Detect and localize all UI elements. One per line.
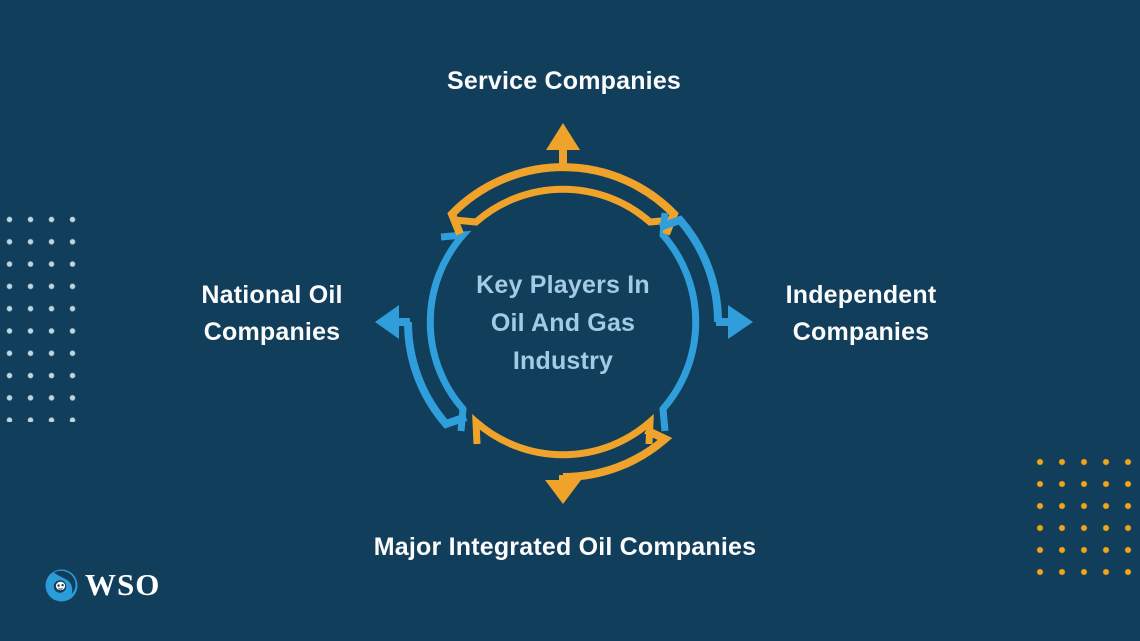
center-title-line1: Key Players In xyxy=(476,271,650,299)
node-label-right-line1: Independent xyxy=(785,281,937,309)
inner-arc-bottom xyxy=(472,413,654,459)
arrow-left-arc xyxy=(375,305,468,429)
arrow-up-head xyxy=(546,123,580,150)
node-label-right-line2: Companies xyxy=(792,318,930,346)
arrow-down-arc xyxy=(545,426,673,504)
arrow-left-head xyxy=(375,305,399,339)
arrow-down-curve xyxy=(562,426,673,482)
dot-grid-right xyxy=(1036,458,1132,576)
arrow-right-curve xyxy=(658,215,723,323)
wso-logo-text: WSO xyxy=(85,567,161,602)
diagram-center-title: Key Players In Oil And Gas Industry xyxy=(476,266,650,380)
node-label-major-integrated-oil-companies: Major Integrated Oil Companies xyxy=(373,533,757,561)
arrow-right-head xyxy=(728,305,753,339)
arrow-down-head xyxy=(545,480,581,504)
inner-arc-top xyxy=(453,185,673,226)
arrow-left-curve xyxy=(403,321,468,429)
node-label-national-oil-companies: National Oil Companies xyxy=(201,277,342,351)
center-title-line3: Industry xyxy=(512,347,614,375)
node-label-independent-companies: Independent Companies xyxy=(786,277,937,351)
arrow-right-arc xyxy=(658,215,753,339)
inner-arc-left xyxy=(426,230,472,432)
arrow-up-curve xyxy=(447,163,679,236)
wso-logo-icon xyxy=(45,569,78,601)
arrow-up-arc xyxy=(447,123,679,236)
inner-circle-arcs xyxy=(426,185,700,459)
inner-arc-right xyxy=(659,212,700,432)
center-title-line2: Oil And Gas xyxy=(490,309,636,337)
node-label-service-companies: Service Companies xyxy=(446,67,682,95)
node-label-left-line1: National Oil xyxy=(201,281,343,309)
wso-logo: WSO xyxy=(45,568,160,602)
node-label-left-line2: Companies xyxy=(203,318,341,346)
dot-grid-left xyxy=(6,216,76,422)
